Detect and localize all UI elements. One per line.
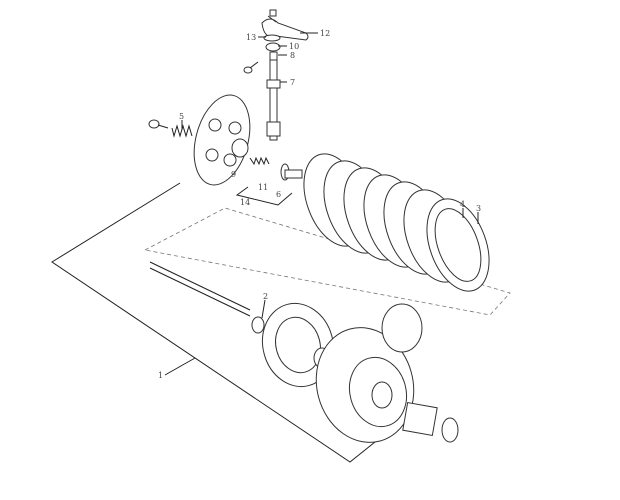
assembly-bracket-1: [51, 182, 381, 463]
callout-12: 12: [320, 29, 330, 38]
clutch-basket: [315, 303, 423, 443]
sleeve: [402, 402, 459, 443]
callout-3: 3: [476, 204, 481, 213]
callout-7: 7: [290, 78, 295, 87]
callout-8: 8: [290, 51, 295, 60]
leader-lines: [181, 32, 479, 319]
push-rod: [280, 163, 303, 181]
spring: [171, 124, 193, 138]
callout-13: 13: [246, 33, 256, 42]
bolt: [148, 61, 259, 129]
callout-5: 5: [179, 112, 184, 121]
callout-9: 9: [231, 170, 236, 179]
pressure-plate: [193, 94, 251, 186]
assembly-bracket-14: [235, 186, 293, 206]
callout-4: 4: [460, 200, 465, 209]
main-shaft: [149, 261, 265, 334]
callout-2: 2: [263, 292, 268, 301]
clutch-plates: [303, 153, 490, 292]
callout-11: 11: [258, 183, 268, 192]
dashed-plane: [143, 207, 511, 316]
callout-10: 10: [289, 42, 299, 51]
callout-1: 1: [158, 371, 163, 380]
callout-6: 6: [276, 190, 281, 199]
callout-14: 14: [240, 198, 250, 207]
small-spring: [249, 156, 270, 166]
release-lever: [261, 9, 309, 141]
clutch-hub: [261, 302, 335, 388]
